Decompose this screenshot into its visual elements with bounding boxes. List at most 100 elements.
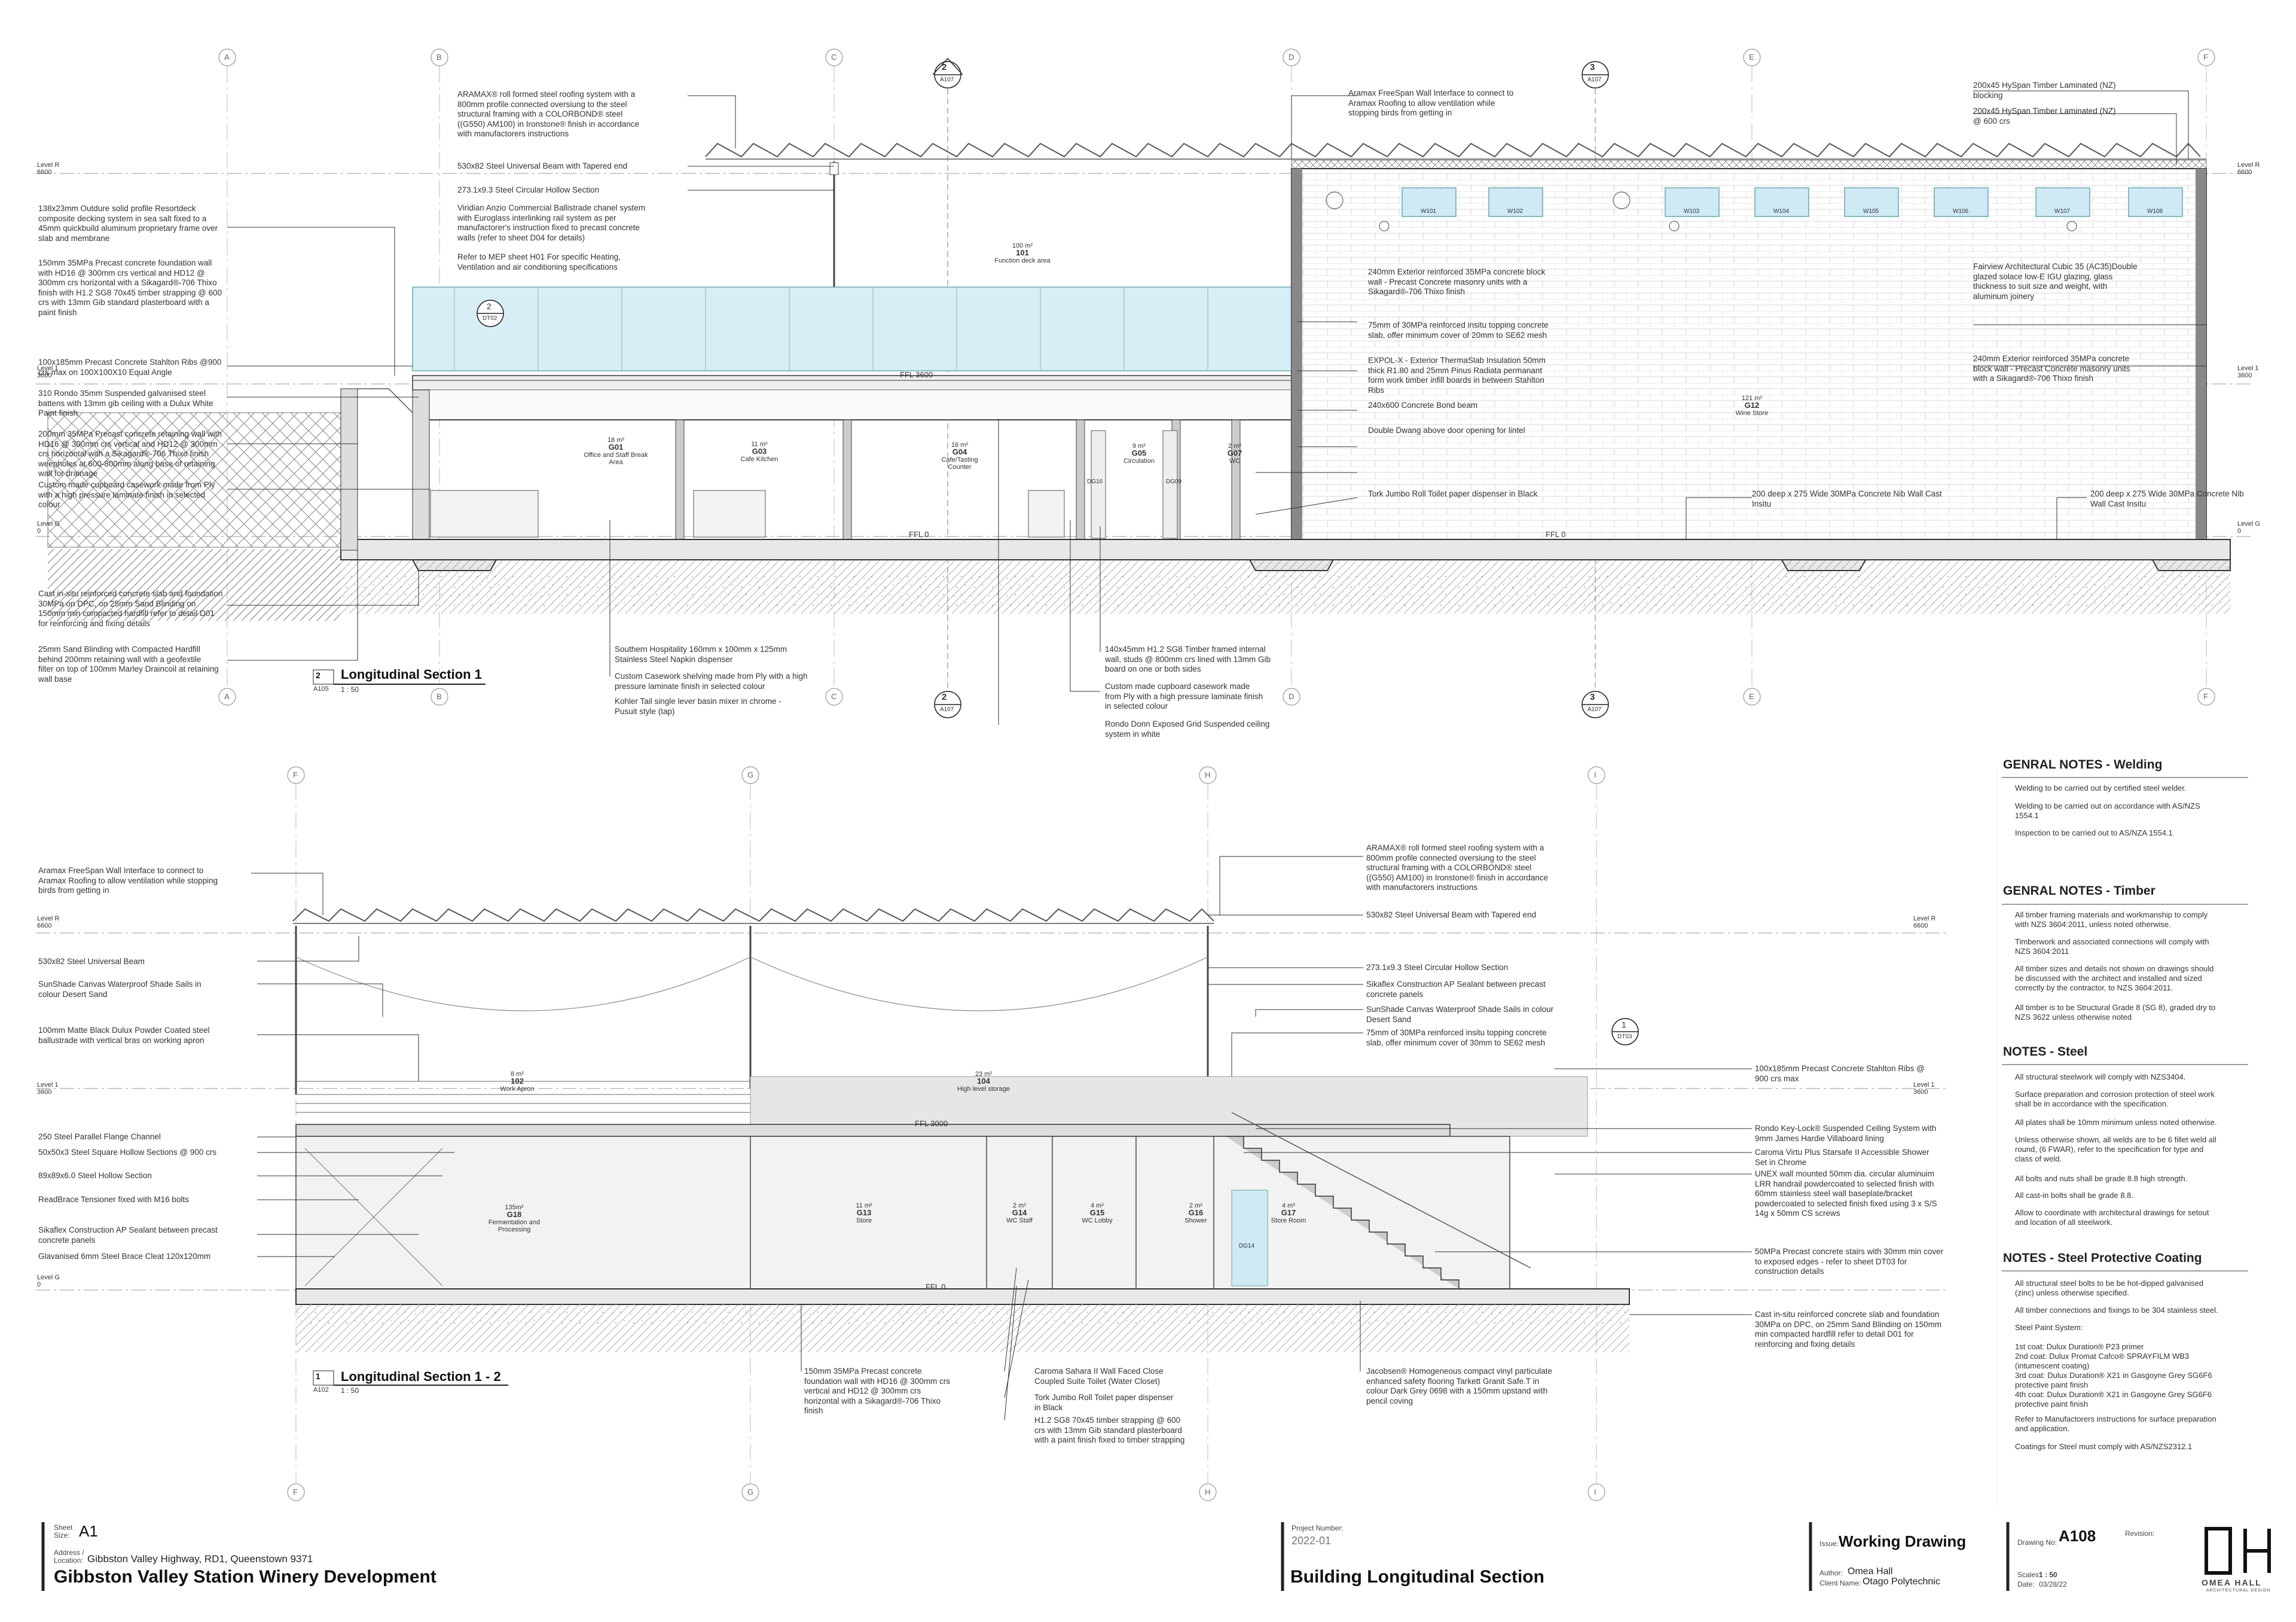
note2-readbrace: ReadBrace Tensioner fixed with M16 bolts xyxy=(38,1195,189,1204)
grid-label-h-bottom: H xyxy=(1205,1487,1211,1496)
window-tag-w107: W107 xyxy=(2054,208,2071,215)
notes-steel-item-2: Surface preparation and corrosion protec… xyxy=(2015,1090,2215,1108)
note2-stahlton-ribs: 100x185mm Precast Concrete Stahlton Ribs… xyxy=(1755,1064,1925,1083)
note-aramax-freespan: Aramax FreeSpan Wall Interface to connec… xyxy=(1348,89,1514,117)
note-universal-beam: 530x82 Steel Universal Beam with Tapered… xyxy=(457,161,628,170)
note-fairview-glazing: Fairview Architectural Cubic 35 (AC35)Do… xyxy=(1973,262,2138,301)
tb-project-number: 2022-01 xyxy=(1292,1535,1332,1547)
grid-label-f2-bottom: F xyxy=(293,1487,298,1496)
window-tag-w105: W105 xyxy=(1863,208,1879,215)
notes-coating-item-3: Steel Paint System: 1st coat: Dulux Dura… xyxy=(2015,1323,2212,1408)
note2-square-hollow: 50x50x3 Steel Square Hollow Sections @ 9… xyxy=(38,1148,217,1157)
grid-label-e-bottom: E xyxy=(1749,692,1754,701)
notes-steel-item-6: All cast-in bolts shall be grade 8.8. xyxy=(2015,1191,2133,1200)
section1-tag-sheet: A105 xyxy=(313,685,329,693)
tb-date: 03/28/22 xyxy=(2039,1580,2067,1589)
grid-label-a-bottom: A xyxy=(224,692,230,701)
note-block-wall: 240mm Exterior reinforced 35MPa concrete… xyxy=(1368,267,1546,296)
window-tag-w103: W103 xyxy=(1684,208,1700,215)
note-tork-dispenser: Tork Jumbo Roll Toilet paper dispenser i… xyxy=(1368,489,1538,498)
note2-timber-strapping: H1.2 SG8 70x45 timber strapping @ 600 cr… xyxy=(1034,1416,1185,1444)
note2-beam-tapered: 530x82 Steel Universal Beam with Tapered… xyxy=(1366,910,1537,919)
note-viridian-ballistrade: Viridian Anzio Commercial Ballistrade ch… xyxy=(457,203,646,242)
notes-welding-item-2: Welding to be carried out on accordance … xyxy=(2015,801,2200,820)
note-double-dwang: Double Dwang above door opening for lint… xyxy=(1368,426,1525,435)
tb-drawing-title: Building Longitudinal Section xyxy=(1290,1567,1544,1587)
tb-author: Omea Hall xyxy=(1848,1566,1893,1577)
note2-caroma-shower: Caroma Virtu Plus Starsafe II Accessible… xyxy=(1755,1148,1929,1167)
note-retaining-wall: 200mm 35MPa Precast concrete retaining w… xyxy=(38,429,222,478)
tb-client: Otago Polytechnic xyxy=(1863,1577,1940,1587)
note-resortdeck: 138x23mm Outdure solid profile Resortdec… xyxy=(38,204,218,243)
note-expol-insulation: EXPOL-X - Exterior ThermaSlab Insulation… xyxy=(1368,356,1546,395)
window-tag-w101: W101 xyxy=(1421,208,1437,215)
callout-2-bottom-sheet: A107 xyxy=(940,706,954,713)
notes-timber-item-3: All timber sizes and details not shown o… xyxy=(2015,964,2214,992)
callout-2-top-sheet: A107 xyxy=(940,77,954,83)
note-rondo-ceiling: Rondo Donn Exposed Grid Suspended ceilin… xyxy=(1105,719,1270,739)
notes-coating-item-4: Refer to Manufactorers instructions for … xyxy=(2015,1414,2216,1433)
notes-steel-heading: NOTES - Steel xyxy=(2003,1045,2088,1059)
grid-label-a-top: A xyxy=(224,53,230,62)
note2-circular-hollow: 273.1x9.3 Steel Circular Hollow Section xyxy=(1366,963,1509,972)
note-hyspan-600: 200x45 HySpan Timber Laminated (NZ) @ 60… xyxy=(1973,106,2116,126)
roof-profile-section2 xyxy=(292,908,1214,922)
detail-tag-dt03-sheet: DT03 xyxy=(1617,1033,1632,1040)
tb-address-label: Address / Location: xyxy=(54,1548,84,1565)
note-custom-shelving: Custom Casework shelving made from Ply w… xyxy=(615,672,808,691)
grid-label-i-bottom: I xyxy=(1594,1487,1596,1496)
note-sand-blinding: 25mm Sand Blinding with Compacted Hardfi… xyxy=(38,645,219,684)
note-napkin-dispenser: Southern Hospitality 160mm x 100mm x 125… xyxy=(615,645,787,664)
notes-steel-item-7: Allow to coordinate with architectural d… xyxy=(2015,1208,2209,1227)
tb-issue: Working Drawing xyxy=(1839,1532,1967,1550)
note-aramax-roofing: ARAMAX® roll formed steel roofing system… xyxy=(457,90,640,138)
note2-universal-beam: 530x82 Steel Universal Beam xyxy=(38,957,145,966)
notes-coating-heading: NOTES - Steel Protective Coating xyxy=(2003,1251,2202,1265)
note-kohler-mixer: Kohler Tail single lever basin mixer in … xyxy=(615,697,781,716)
callout-3-top-sheet: A107 xyxy=(1587,77,1602,83)
window-tag-w104: W104 xyxy=(1773,208,1790,215)
note-hyspan-blocking: 200x45 HySpan Timber Laminated (NZ) bloc… xyxy=(1973,81,2116,100)
note2-precast-stairs: 50MPa Precast concrete stairs with 30mm … xyxy=(1755,1247,1944,1276)
notes-steel-item-5: All bolts and nuts shall be grade 8.8 hi… xyxy=(2015,1174,2188,1183)
note2-steel-hollow: 89x89x6.0 Steel Hollow Section xyxy=(38,1171,152,1180)
ffl-0-wine-label: FFL 0 xyxy=(1546,530,1566,539)
tb-date-label: Date: xyxy=(2017,1580,2035,1589)
section2-scale: 1 : 50 xyxy=(341,1386,359,1395)
note-mep-ref: Refer to MEP sheet H01 For specific Heat… xyxy=(457,252,621,272)
tb-client-label: Client Name: xyxy=(1819,1579,1861,1587)
grid-label-i-top: I xyxy=(1594,770,1596,779)
section1-title: Longitudinal Section 1 xyxy=(341,667,482,682)
callout-3-bottom-sheet: A107 xyxy=(1587,706,1602,713)
door-tag-dg16: DG16 xyxy=(1087,478,1103,485)
grid-label-f-bottom: F xyxy=(2203,692,2208,701)
notes-steel-item-1: All structural steelwork will comply wit… xyxy=(2015,1072,2186,1081)
tb-sheet-size-label: Sheet Size: xyxy=(54,1523,73,1539)
tb-sheet-size: A1 xyxy=(79,1522,98,1540)
grid-label-f2-top: F xyxy=(293,770,298,779)
note-circular-hollow: 273.1x9.3 Steel Circular Hollow Section xyxy=(457,185,600,194)
grid-label-e-top: E xyxy=(1749,53,1754,62)
grid-label-b-top: B xyxy=(436,53,442,62)
notes-welding-item-1: Welding to be carried out by certified s… xyxy=(2015,783,2187,792)
window-tag-w106: W106 xyxy=(1953,208,1969,215)
callout-3-bottom-number: 3 xyxy=(1590,692,1595,702)
tb-drawing-no: A108 xyxy=(2059,1527,2096,1545)
ffl-0-section2-label: FFL 0 xyxy=(926,1282,946,1291)
note-block-wall-right: 240mm Exterior reinforced 35MPa concrete… xyxy=(1973,354,2130,383)
section2-title: Longitudinal Section 1 - 2 xyxy=(341,1369,501,1384)
note2-jacobsen-vinyl: Jacobsen® Homogeneous compact vinyl part… xyxy=(1366,1367,1552,1405)
note-concrete-nib-2: 200 deep x 275 Wide 30MPa Concrete Nib W… xyxy=(2090,489,2244,508)
notes-timber-item-2: Timberwork and associated connections wi… xyxy=(2015,937,2209,956)
